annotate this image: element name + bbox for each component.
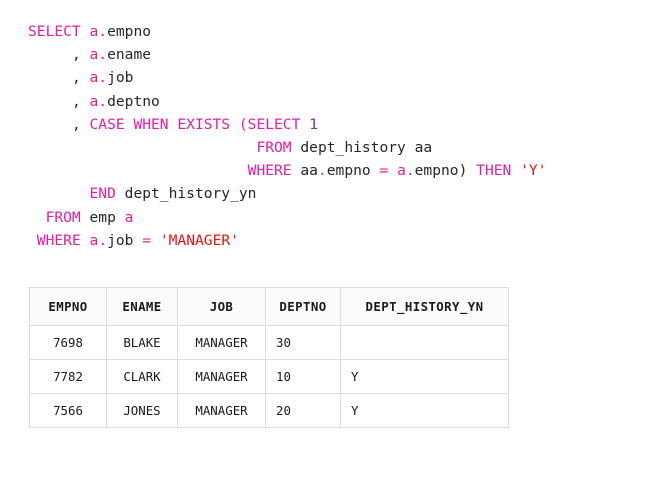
sql-token-kw: CASE WHEN EXISTS (SELECT xyxy=(89,115,301,133)
sql-line: , a.ename xyxy=(28,43,546,66)
sql-token-str: 'MANAGER' xyxy=(159,231,239,249)
sql-token-id: ename xyxy=(107,46,152,64)
sql-token-num: 1 xyxy=(309,115,318,133)
sql-indent xyxy=(28,162,248,179)
sql-token-plain xyxy=(467,162,476,179)
cell-deptno[interactable]: 10 xyxy=(265,359,341,394)
sql-token-id: aa xyxy=(291,162,318,180)
sql-token-id: empno xyxy=(326,162,380,180)
cell-dhy[interactable] xyxy=(340,325,509,360)
sql-token-plain xyxy=(81,23,90,40)
sql-line: , a.deptno xyxy=(28,90,546,113)
cell-empno[interactable]: 7782 xyxy=(29,359,107,394)
sql-token-id: dept_history aa xyxy=(291,138,433,156)
sql-token-id: dept_history_yn xyxy=(115,185,257,203)
cell-empno[interactable]: 7566 xyxy=(29,393,107,428)
sql-token-punc: , xyxy=(71,46,90,64)
cell-dhy[interactable]: Y xyxy=(340,359,509,394)
column-header-job[interactable]: JOB xyxy=(177,287,266,326)
cell-ename[interactable]: CLARK xyxy=(106,359,178,394)
cell-deptno[interactable]: 20 xyxy=(265,393,341,428)
sql-line: , a.job xyxy=(28,66,546,89)
sql-token-kw: SELECT xyxy=(28,23,81,40)
sql-token-punc: , xyxy=(71,92,90,110)
sql-token-alias: . xyxy=(317,162,327,180)
sql-token-id: emp xyxy=(80,208,125,226)
sql-token-plain xyxy=(81,232,90,249)
sql-indent xyxy=(28,209,46,226)
sql-line: END dept_history_yn xyxy=(28,182,546,205)
sql-token-id: empno xyxy=(414,162,459,180)
cell-job[interactable]: MANAGER xyxy=(177,359,266,394)
sql-token-kw: = xyxy=(142,231,152,249)
sql-token-str: 'Y' xyxy=(520,162,547,180)
sql-token-alias: a. xyxy=(89,231,108,249)
column-header-dhy[interactable]: DEPT_HISTORY_YN xyxy=(340,287,509,326)
sql-indent xyxy=(28,46,72,63)
sql-token-id: deptno xyxy=(107,92,160,110)
sql-token-plain xyxy=(300,116,309,133)
sql-line: FROM emp a xyxy=(28,206,546,229)
sql-token-id: empno xyxy=(107,23,152,40)
sql-token-kw: = xyxy=(379,162,389,180)
sql-token-kw: FROM xyxy=(256,138,292,156)
sql-line: SELECT a.empno xyxy=(28,20,546,43)
sql-indent xyxy=(28,93,72,110)
sql-line: WHERE aa.empno = a.empno) THEN 'Y' xyxy=(28,159,547,182)
sql-indent xyxy=(28,232,37,249)
sql-line: WHERE a.job = 'MANAGER' xyxy=(28,229,546,252)
sql-line: FROM dept_history aa xyxy=(28,136,546,159)
cell-job[interactable]: MANAGER xyxy=(177,393,266,428)
sql-token-plain xyxy=(151,232,160,249)
column-header-deptno[interactable]: DEPTNO xyxy=(265,287,341,326)
sql-token-punc: ) xyxy=(458,162,468,180)
cell-ename[interactable]: JONES xyxy=(106,393,178,428)
column-header-ename[interactable]: ENAME xyxy=(106,287,178,326)
sql-token-alias: a xyxy=(124,208,134,226)
sql-indent xyxy=(28,116,72,133)
sql-token-punc: , xyxy=(71,69,90,87)
sql-code-block: SELECT a.empno , a.ename , a.job , a.dep… xyxy=(28,20,546,252)
cell-job[interactable]: MANAGER xyxy=(177,325,266,360)
cell-dhy[interactable]: Y xyxy=(340,393,509,428)
sql-token-alias: a. xyxy=(89,92,108,110)
sql-indent xyxy=(28,69,72,86)
sql-token-alias: a. xyxy=(89,69,108,87)
cell-deptno[interactable]: 30 xyxy=(265,325,341,360)
column-header-empno[interactable]: EMPNO xyxy=(29,287,107,326)
sql-token-punc: , xyxy=(71,115,90,133)
sql-token-kw: END xyxy=(89,185,116,203)
sql-token-kw: THEN xyxy=(476,162,512,180)
sql-indent xyxy=(28,185,90,202)
sql-token-id: job xyxy=(107,69,134,87)
sql-token-alias: a. xyxy=(397,162,415,180)
sql-token-plain xyxy=(388,162,397,179)
sql-line: , CASE WHEN EXISTS (SELECT 1 xyxy=(28,113,546,136)
cell-ename[interactable]: BLAKE xyxy=(106,325,178,360)
sql-token-alias: a. xyxy=(89,46,108,64)
sql-indent xyxy=(28,139,256,156)
cell-empno[interactable]: 7698 xyxy=(29,325,107,360)
sql-token-kw: FROM xyxy=(45,208,81,226)
sql-token-alias: a. xyxy=(89,23,108,40)
sql-token-plain xyxy=(511,162,520,179)
sql-token-kw: WHERE xyxy=(36,231,81,249)
sql-token-id: job xyxy=(107,231,143,249)
sql-token-kw: WHERE xyxy=(247,162,292,180)
